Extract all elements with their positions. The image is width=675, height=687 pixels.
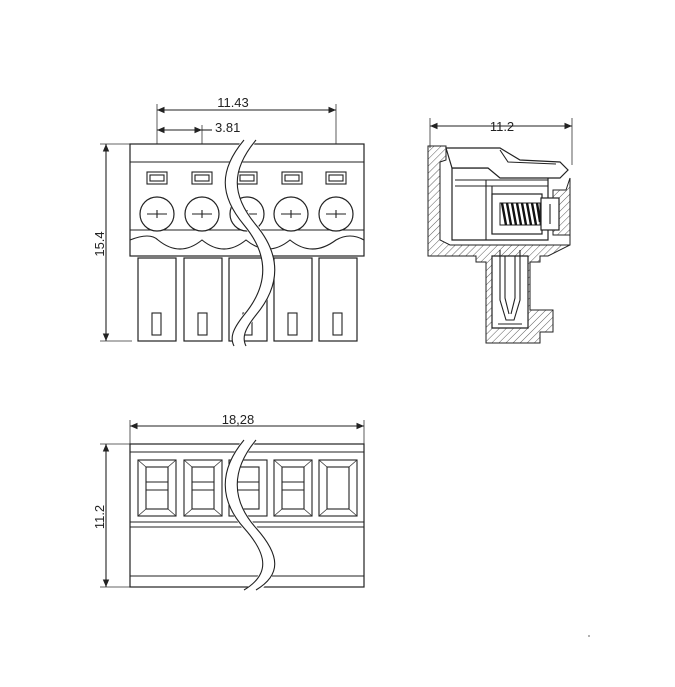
dimension-bottom-depth: 11.2 bbox=[92, 443, 130, 588]
dim-label-side-depth: 11.2 bbox=[490, 119, 514, 134]
break-line-right bbox=[236, 139, 276, 347]
break-line-bottom-left bbox=[224, 439, 264, 591]
break-line-bottom-right bbox=[236, 439, 276, 591]
release-slots bbox=[146, 171, 347, 185]
break-line-left bbox=[224, 139, 264, 347]
screw-thread bbox=[499, 202, 542, 226]
dimension-height: 15.4 bbox=[92, 143, 132, 342]
front-view: 11.43 3.81 15.4 bbox=[92, 95, 365, 349]
dim-label-total-pitch: 11.43 bbox=[217, 95, 249, 110]
wire-entry-pockets bbox=[137, 459, 358, 517]
pin-legs bbox=[137, 257, 358, 342]
side-view: 11.2 bbox=[427, 118, 573, 344]
dimension-bottom-width: 18,28 bbox=[129, 412, 365, 444]
dim-label-bottom-depth: 11.2 bbox=[92, 505, 107, 529]
screw-heads bbox=[139, 196, 354, 232]
dim-label-bottom-width: 18,28 bbox=[222, 412, 255, 427]
dim-label-pitch: 3.81 bbox=[215, 120, 240, 135]
dim-label-height: 15.4 bbox=[92, 231, 107, 256]
dimension-side-depth: 11.2 bbox=[429, 118, 573, 165]
bottom-view: 18,28 11.2 bbox=[92, 412, 365, 596]
